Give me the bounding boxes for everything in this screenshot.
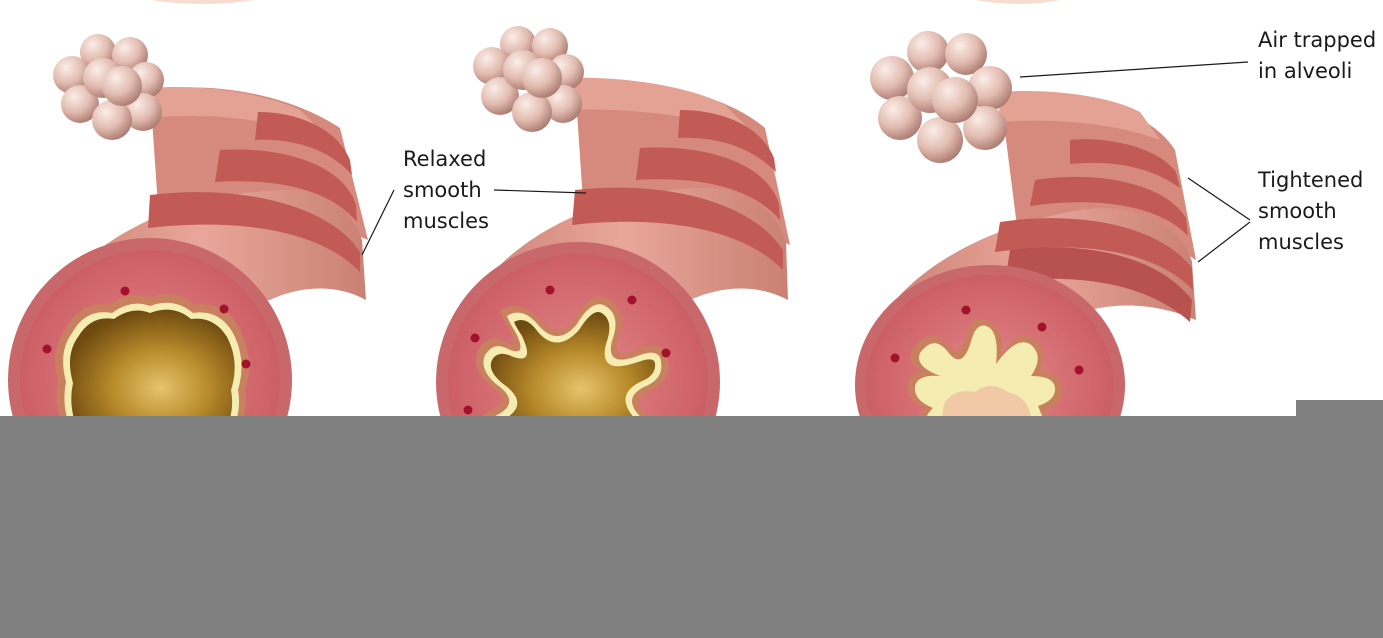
blood-vessel-dot (890, 353, 900, 363)
label-line: Air trapped (1258, 28, 1377, 52)
blood-vessel-dot (42, 344, 52, 354)
muscle-band (678, 110, 776, 172)
alveoli-cluster (473, 26, 584, 132)
muscle-band (1030, 176, 1188, 236)
muscle-band (215, 149, 357, 222)
label-line: muscles (403, 209, 489, 233)
muscle-band (572, 187, 783, 270)
blood-vessel-dot (1037, 322, 1047, 332)
blood-vessel-dot (961, 305, 971, 315)
muscle-band (995, 218, 1193, 290)
leader-line-air-trapped (1019, 61, 1249, 78)
bronchiole-stem (998, 90, 1160, 140)
leader-line-relaxed-right (493, 189, 587, 194)
airway-lumen (69, 309, 235, 440)
label-tightened-smooth-muscles: Tightened smooth muscles (1258, 165, 1363, 258)
leader-line-tightened-upper (1187, 177, 1251, 221)
label-line: in alveoli (1258, 59, 1353, 83)
airway-lumen (490, 312, 656, 440)
label-line: Relaxed (403, 147, 487, 171)
blood-vessel-dot (120, 286, 130, 296)
label-line: Tightened (1258, 168, 1364, 192)
blood-vessel-dot (545, 285, 555, 295)
label-line: smooth (403, 178, 482, 202)
obscuring-overlay (0, 416, 1383, 638)
blood-vessel-dot (627, 295, 637, 305)
blood-vessel-dot (219, 304, 229, 314)
blood-vessel-dot (241, 359, 251, 369)
blood-vessel-dot (470, 333, 480, 343)
alveoli-cluster (53, 34, 164, 140)
label-line: muscles (1258, 230, 1344, 254)
label-relaxed-smooth-muscles: Relaxed smooth muscles (403, 144, 489, 237)
blood-vessel-dot (661, 348, 671, 358)
blood-vessel-dot (463, 405, 473, 415)
label-air-trapped-in-alveoli: Air trapped in alveoli (1258, 25, 1376, 87)
muscle-band (1005, 247, 1192, 322)
leader-line-tightened-lower (1197, 221, 1251, 263)
muscle-band (148, 192, 360, 272)
leader-line-relaxed-left (361, 189, 395, 256)
alveoli-cluster (870, 31, 1012, 163)
obscuring-overlay-notch (1296, 400, 1383, 418)
blood-vessel-dot (1074, 365, 1084, 375)
cropped-shape-hint (975, 0, 1060, 4)
cropped-shape-hint (150, 0, 255, 4)
muscle-band (255, 112, 352, 175)
muscle-band (636, 147, 780, 220)
label-line: smooth (1258, 199, 1337, 223)
bronchiole-stem (150, 86, 330, 140)
muscle-band (1070, 139, 1180, 188)
